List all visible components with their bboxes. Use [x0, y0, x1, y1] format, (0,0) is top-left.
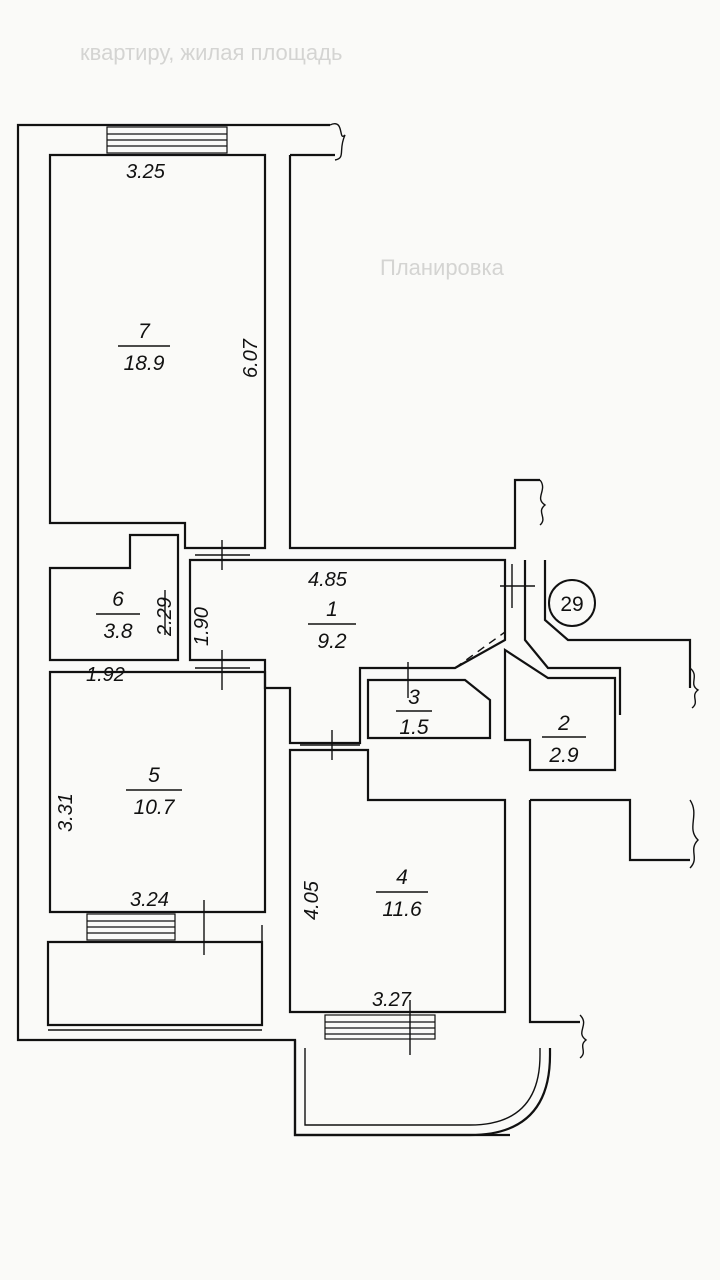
wall-break-right-low — [579, 1014, 588, 1059]
room-7-number: 7 — [138, 320, 151, 343]
wall-break-right-top — [539, 479, 547, 526]
window-room-5 — [86, 913, 176, 941]
balcony — [293, 1040, 552, 1137]
wall-break-right-bottom — [689, 799, 699, 869]
dim-room4-width: 3.27 — [372, 989, 412, 1011]
room-2-outline — [503, 647, 617, 772]
room-2-area: 2.9 — [548, 744, 579, 767]
entrance-wall-outer — [543, 560, 692, 688]
dim-room7-width: 3.25 — [126, 161, 166, 183]
wall-break-top — [329, 123, 346, 161]
dim-room5-width: 3.24 — [130, 889, 169, 911]
room-1-outline — [188, 558, 507, 745]
room-1 — [188, 558, 507, 745]
room-4-area: 11.6 — [382, 898, 422, 921]
loggia-left — [46, 940, 264, 1031]
room-6-outline — [48, 533, 180, 662]
window-room-7 — [106, 126, 228, 154]
dim-room7-length: 6.07 — [240, 338, 262, 378]
wall-break-right-mid — [689, 667, 700, 709]
balcony-inner — [304, 1048, 541, 1126]
room-5-outline — [48, 670, 267, 914]
room-label-7: 7 18.9 — [118, 320, 170, 375]
room-label-4: 4 11.6 — [376, 866, 428, 921]
balcony-outer — [293, 1040, 552, 1137]
room-7-area: 18.9 — [124, 352, 165, 375]
room-1-number: 1 — [326, 598, 338, 621]
room-4-outline — [288, 748, 507, 1014]
room-1-area: 9.2 — [317, 630, 347, 653]
dim-room6-width: 1.92 — [86, 664, 125, 686]
room-5-number: 5 — [148, 764, 160, 787]
room-label-5: 5 10.7 — [126, 764, 182, 819]
room-1-dashed-divider — [454, 631, 506, 669]
dim-room1-length: 4.85 — [308, 569, 348, 591]
room-label-1: 1 9.2 — [308, 598, 356, 653]
room-5-area: 10.7 — [134, 796, 176, 819]
background-text-line1: квартиру, жилая площадь — [80, 40, 342, 65]
door-marks — [164, 540, 535, 1055]
apartment-number-badge: 29 — [548, 579, 596, 627]
room-2 — [503, 647, 617, 772]
room-3-outline — [366, 678, 492, 740]
background-text-line2: Планировка — [380, 255, 505, 280]
dim-room5-height: 3.31 — [55, 793, 77, 832]
room-3-area: 1.5 — [399, 716, 429, 739]
room-5 — [48, 670, 267, 941]
room-3-number: 3 — [408, 686, 420, 709]
apartment-number-circle — [548, 579, 596, 627]
inner-wall-right — [288, 155, 540, 550]
window-room-4 — [324, 1014, 436, 1040]
room-label-6: 6 3.8 — [96, 588, 140, 643]
room-label-3: 3 1.5 — [396, 686, 432, 739]
dim-room4-height: 4.05 — [301, 880, 323, 920]
room-4 — [288, 748, 507, 1040]
room-6-area: 3.8 — [103, 620, 133, 643]
room-6-number: 6 — [112, 588, 124, 611]
room-2-number: 2 — [557, 712, 570, 735]
room-label-2: 2 2.9 — [542, 712, 586, 767]
room-7-outline — [48, 153, 267, 550]
room-3 — [366, 678, 492, 740]
dim-room1-width: 1.90 — [191, 607, 213, 646]
entrance-wall-inner — [523, 560, 622, 715]
lower-right-wall — [530, 798, 690, 862]
room-4-number: 4 — [396, 866, 408, 889]
loggia-left-outline — [46, 940, 264, 1027]
lower-right-wall-b — [528, 800, 580, 1024]
dim-room6-height: 2.29 — [154, 597, 176, 637]
room-7 — [48, 126, 267, 550]
room-6 — [48, 533, 180, 662]
apartment-number: 29 — [560, 593, 583, 616]
